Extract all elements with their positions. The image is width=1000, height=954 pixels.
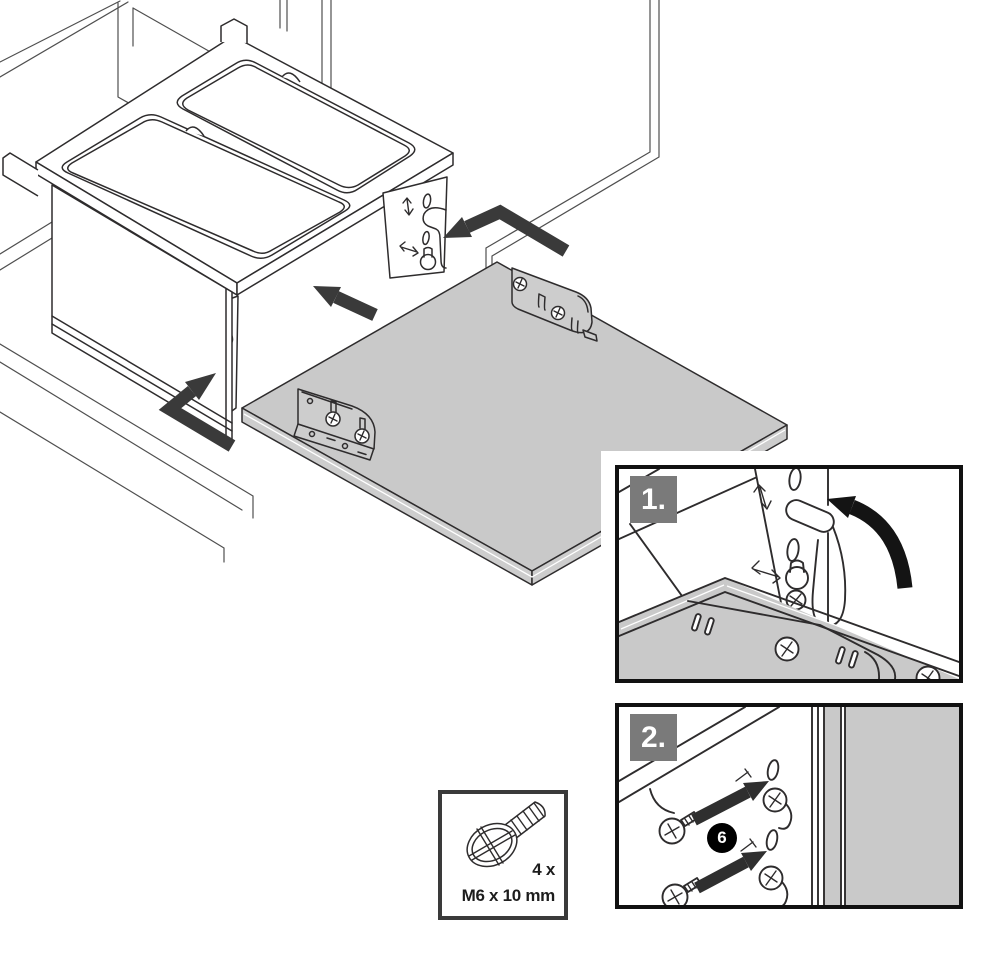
bracket-hole	[308, 430, 316, 438]
slot-hole	[422, 230, 430, 246]
step-2-number: 2.	[640, 720, 667, 754]
keyhole	[419, 246, 437, 271]
hook-cutout	[422, 207, 447, 269]
loose-screw	[658, 811, 699, 845]
step-1-closeup	[619, 469, 959, 679]
panel-bracket-left	[293, 388, 376, 461]
slot-hole	[786, 538, 800, 562]
hardware-size: M6 x 10 mm	[461, 886, 556, 905]
loose-screw	[661, 877, 702, 905]
bin-notch	[281, 72, 301, 83]
pullout-frame-unit	[2, 18, 454, 441]
bracket-screw	[354, 417, 370, 444]
panel-bracket-right	[511, 267, 598, 342]
vertical-adjust-arrow-icon	[402, 197, 414, 216]
right-mounting-plate	[382, 176, 448, 279]
plate-holes	[735, 759, 793, 905]
bracket-slot-pair	[691, 613, 715, 636]
horizontal-adjust-arrow-icon	[751, 560, 781, 584]
bin-notch	[185, 126, 205, 137]
slot-hole	[766, 759, 780, 781]
bracket-screw	[550, 305, 566, 321]
bracket-screw	[325, 400, 341, 427]
closeup-plate-and-panel-edge	[811, 707, 959, 905]
bracket-hole	[306, 397, 314, 405]
screw-illustration	[466, 801, 546, 868]
bin-opening-rear	[176, 59, 416, 194]
vertical-adjust-arrow-icon	[753, 484, 772, 510]
frame-edge-lines	[619, 707, 780, 814]
part-number: 6	[717, 828, 727, 847]
closeup-panel	[619, 577, 959, 679]
bracket-screw	[774, 636, 800, 662]
insert-arrow-icon	[694, 851, 767, 894]
hardware-box: 4 x M6 x 10 mm	[438, 790, 568, 920]
slot-hole	[422, 193, 432, 209]
frame-back-tab	[220, 18, 248, 43]
screw-tip-mark	[735, 768, 752, 782]
hook-direction-arrow-bottom	[158, 373, 236, 452]
step-1-number: 1.	[640, 482, 667, 516]
slot-hole	[765, 829, 779, 851]
step-1-label: 1.	[630, 476, 677, 523]
keyhole-with-screw	[762, 787, 793, 830]
machine-screw-icon	[466, 801, 546, 868]
bracket-slot-pair	[835, 646, 859, 669]
push-direction-arrow-middle	[313, 286, 378, 321]
assembly-arrows	[158, 204, 570, 452]
bracket-slot	[570, 317, 579, 334]
bracket-screw	[512, 276, 528, 292]
bin-opening-front	[61, 114, 351, 259]
panel-face-closeup	[845, 707, 959, 905]
step-1-inset: 1.	[601, 451, 977, 697]
screw-tip-mark	[740, 838, 757, 852]
insert-arrow-icon	[691, 781, 769, 826]
hook-direction-arrow-top	[443, 204, 570, 257]
hardware-quantity: 4 x	[532, 860, 555, 879]
horizontal-adjust-arrow-icon	[399, 241, 419, 257]
bracket-screw	[915, 665, 941, 679]
keyhole-with-screw	[758, 865, 789, 905]
step-2-closeup	[619, 707, 959, 905]
step-2-inset: 2. 6	[601, 689, 977, 923]
hook-in-curved-arrow-icon	[827, 496, 913, 589]
step-2-label: 2.	[630, 714, 677, 761]
bracket-hole	[341, 442, 349, 450]
bracket-slot	[537, 293, 546, 311]
closeup-bracket-flange	[687, 600, 897, 679]
closeup-mounting-plate	[751, 469, 847, 638]
hook-cutout-slot	[785, 499, 835, 533]
part-number-badge: 6	[707, 823, 737, 853]
slot-hole	[788, 469, 802, 491]
frame-left-hook-tab	[2, 152, 39, 197]
